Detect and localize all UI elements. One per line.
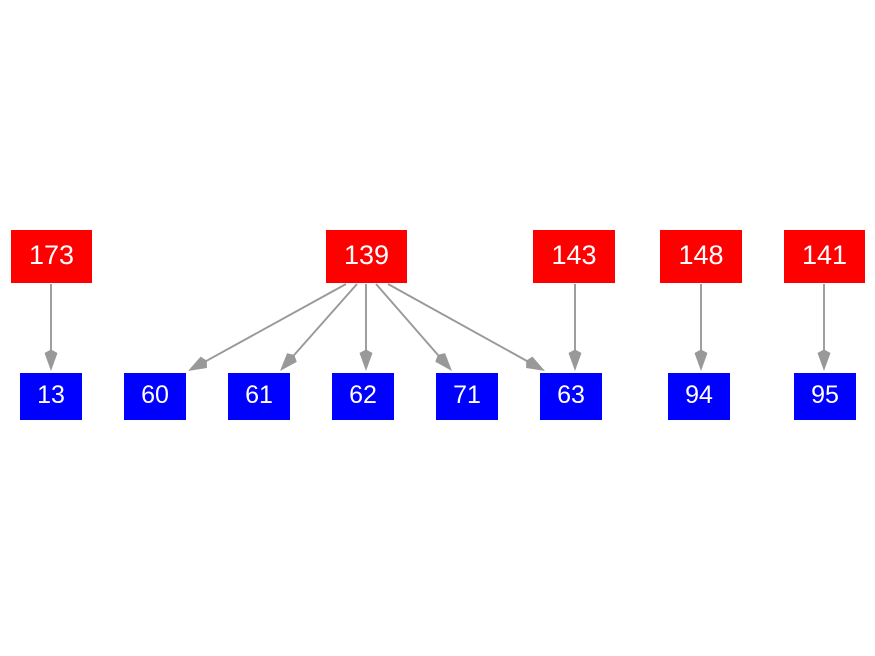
edge-141-to-95 [817,284,831,371]
node-label: 61 [245,381,273,409]
node-label: 94 [685,381,713,409]
arrowhead-icon [817,349,831,371]
arrowhead-icon [359,349,373,371]
node-label: 173 [28,240,75,270]
edge-173-to-13 [44,284,58,371]
node-label: 63 [557,381,585,409]
arrowhead-icon [568,349,582,371]
edge-line [387,283,532,365]
node-label: 60 [141,381,169,409]
node-148[interactable]: 148 [660,230,742,283]
edge-148-to-94 [694,284,708,371]
node-61[interactable]: 61 [228,373,290,420]
arrowhead-icon [435,353,452,371]
edge-139-to-60 [188,283,347,371]
node-label: 143 [551,240,597,270]
node-label: 71 [453,381,481,409]
node-139[interactable]: 139 [326,230,407,283]
node-label: 13 [37,381,65,409]
edge-line [375,283,443,360]
edge-139-to-63 [387,283,545,371]
node-label: 141 [801,240,848,270]
node-71[interactable]: 71 [436,373,498,420]
node-label: 62 [349,381,377,409]
node-173[interactable]: 173 [11,230,92,283]
node-62[interactable]: 62 [332,373,394,420]
arrowhead-icon [44,349,58,371]
node-label: 148 [678,240,724,270]
edge-line [201,283,347,365]
edge-line [289,283,358,360]
arrowhead-icon [280,353,297,371]
edge-139-to-61 [280,283,358,371]
edge-143-to-63 [568,284,582,371]
node-63[interactable]: 63 [540,373,602,420]
edge-139-to-62 [359,284,373,371]
arrowhead-icon [188,356,207,371]
node-13[interactable]: 13 [20,373,82,420]
edge-139-to-71 [375,283,452,371]
node-95[interactable]: 95 [794,373,856,420]
node-94[interactable]: 94 [668,373,730,420]
node-143[interactable]: 143 [533,230,615,283]
node-label: 139 [343,240,390,270]
arrowhead-icon [694,349,708,371]
arrowhead-icon [526,356,545,371]
node-60[interactable]: 60 [124,373,186,420]
node-label: 95 [811,381,839,409]
node-141[interactable]: 141 [784,230,865,283]
